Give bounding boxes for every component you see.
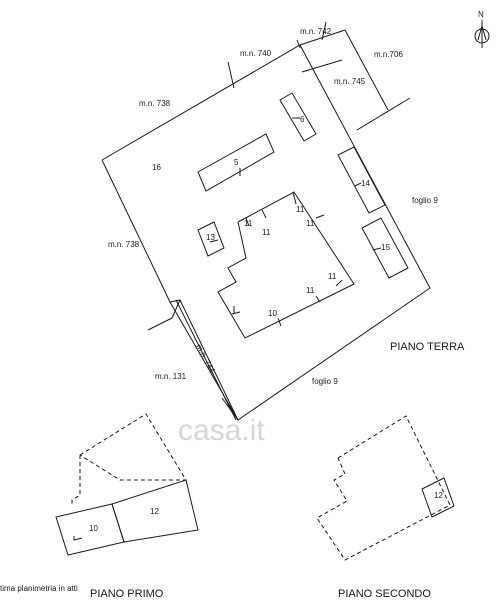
unit-16-label: 16 [152, 163, 161, 172]
unit-11-label-b: 11 [262, 228, 271, 237]
unit-10-primo-label: 10 [89, 524, 98, 533]
unit-6: 6 [279, 92, 317, 142]
foglio-right-label: foglio 9 [412, 196, 438, 205]
parcel-740-label: m.n. 740 [240, 49, 272, 58]
parcel-131-label: m.n. 131 [155, 372, 187, 381]
unit-11-label-a: 11 [244, 219, 253, 228]
parcel-738-left-label: m.n. 738 [108, 240, 140, 249]
compass-north-label: N [478, 10, 484, 19]
unit-10-label: 10 [268, 309, 277, 318]
unit-14: 14 [337, 146, 386, 214]
footer-note: tima planimetria in atti [0, 584, 78, 593]
piano-primo-plan: 12 10 [55, 413, 199, 556]
unit-13-label: 13 [206, 233, 215, 242]
unit-11-label-e: 11 [306, 286, 315, 295]
unit-12-primo-label: 12 [150, 507, 159, 516]
parcel-738-top-label: m.n. 738 [139, 99, 171, 108]
parcel-706-label: m.n.706 [374, 50, 403, 59]
compass-icon: N [474, 10, 490, 48]
piano-secondo-title: PIANO SECONDO [338, 588, 431, 600]
unit-11-label-f: 11 [328, 272, 337, 281]
unit-13: 13 [197, 221, 225, 257]
unit-15: 15 [361, 217, 409, 279]
piano-terra-title: PIANO TERRA [390, 341, 465, 353]
foglio-bottom-label: foglio 9 [312, 377, 338, 386]
unit-14-label: 14 [361, 179, 370, 188]
unit-12-secondo-label: 12 [434, 491, 443, 500]
piano-primo-title: PIANO PRIMO [90, 588, 164, 600]
unit-5: 5 [197, 133, 275, 192]
piano-secondo-plan: 12 [316, 415, 455, 561]
parcel-742-label: m.n. 742 [300, 27, 332, 36]
unit-5-label: 5 [234, 158, 239, 167]
parcel-744-label: m.n. 744 [194, 343, 217, 375]
unit-6-label: 6 [300, 115, 305, 124]
watermark: casa.it [178, 414, 265, 447]
site-outline [101, 21, 431, 421]
parcel-745-label: m.n. 745 [334, 77, 366, 86]
unit-15-label: 15 [381, 243, 390, 252]
unit-11-label-c: 11 [296, 205, 305, 214]
unit-11-block: 11 11 11 11 11 11 10 [217, 191, 355, 339]
unit-11-label-d: 11 [306, 219, 315, 228]
